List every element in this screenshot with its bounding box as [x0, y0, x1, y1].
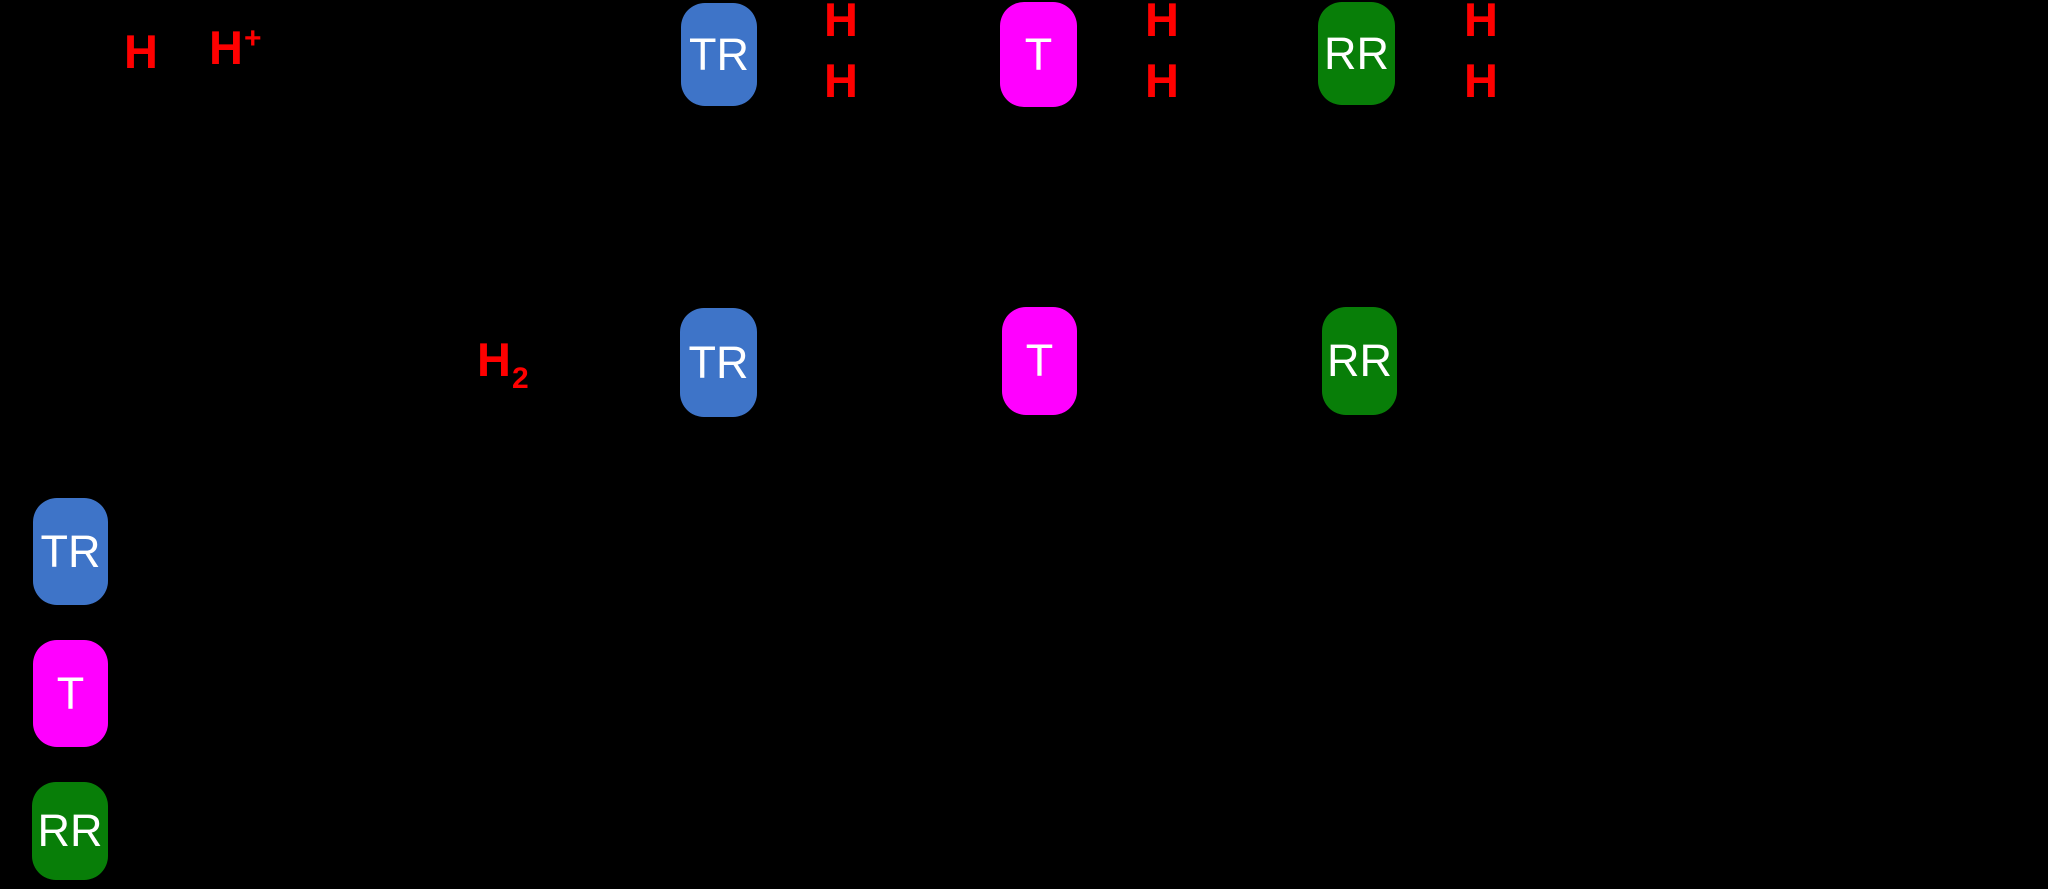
hydrogen-pair-label: H	[1145, 0, 1179, 43]
node-label: TR	[688, 336, 749, 388]
hydrogen-text: H	[824, 54, 858, 107]
hydrogen-pair-label: H	[1464, 57, 1498, 104]
hydrogen-pair-label: H	[824, 57, 858, 104]
node-label: T	[1025, 335, 1054, 386]
node-label: TR	[689, 28, 749, 80]
node-rr-left: RR	[32, 782, 108, 880]
node-tr-middle: TR	[680, 308, 757, 417]
node-t-left: T	[33, 640, 108, 747]
proton-label: H+	[209, 21, 262, 74]
hydrogen-pair-label: H	[824, 0, 858, 43]
hydrogen-pair-label: H	[1145, 57, 1179, 104]
hydrogen-text: H	[1464, 54, 1498, 107]
node-label: T	[56, 667, 85, 719]
node-label: RR	[1327, 335, 1392, 386]
node-label: RR	[37, 805, 103, 856]
hydrogen-text: H	[1145, 54, 1179, 107]
hydrogen-text: H	[1464, 0, 1498, 46]
h2-label: H2	[477, 333, 529, 394]
hydrogen-text: H	[824, 0, 858, 46]
node-label: RR	[1324, 27, 1389, 79]
proton-text: H	[209, 21, 243, 74]
h2-text: H	[477, 333, 511, 386]
node-tr-top: TR	[681, 3, 757, 106]
node-label: T	[1024, 28, 1053, 80]
node-rr-middle: RR	[1322, 307, 1397, 415]
h2-subscript: 2	[511, 362, 529, 395]
hydrogen-text: H	[1145, 0, 1179, 46]
hydrogen-label: H	[124, 28, 158, 75]
node-label: TR	[40, 525, 101, 577]
proton-superscript: +	[243, 22, 262, 55]
node-t-top: T	[1000, 2, 1077, 107]
node-tr-left: TR	[33, 498, 108, 605]
hydrogen-text: H	[124, 25, 158, 78]
node-rr-top: RR	[1318, 2, 1395, 105]
node-t-middle: T	[1002, 307, 1077, 415]
hydrogen-pair-label: H	[1464, 0, 1498, 43]
